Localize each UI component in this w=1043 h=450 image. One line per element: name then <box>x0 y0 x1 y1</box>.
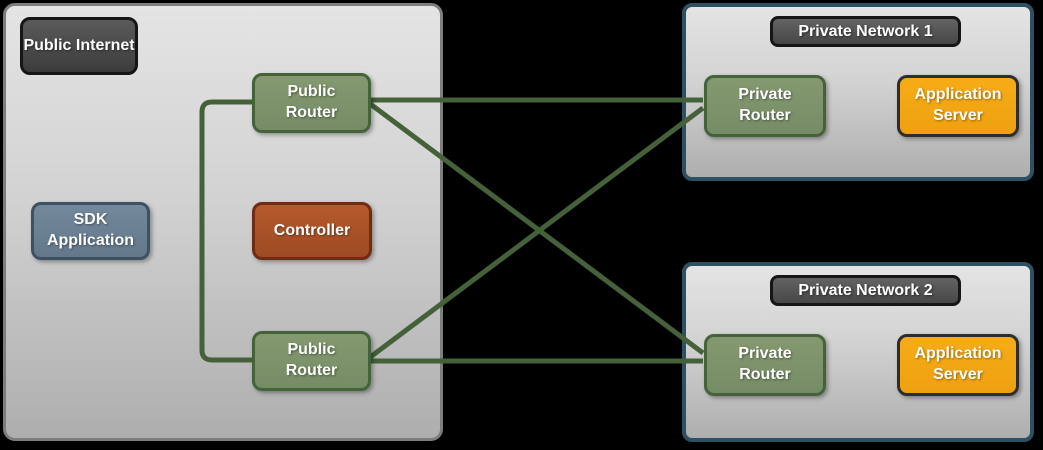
private-network-1-title-badge: Private Network 1 <box>770 16 961 47</box>
private-router-1-node: Private Router <box>704 75 826 137</box>
private-network-2-zone: Private Network 2 Private Router Applica… <box>682 262 1034 442</box>
public-internet-title-badge: Public Internet <box>20 17 138 75</box>
private-router-2-node: Private Router <box>704 334 826 396</box>
application-server-1-node: Application Server <box>897 75 1019 137</box>
application-server-2-node: Application Server <box>897 334 1019 396</box>
sdk-application-node: SDK Application <box>31 202 150 260</box>
public-router-bottom-node: Public Router <box>252 331 371 391</box>
controller-node: Controller <box>252 202 372 260</box>
private-network-1-zone: Private Network 1 Private Router Applica… <box>682 3 1034 181</box>
private-network-2-title-badge: Private Network 2 <box>770 275 961 306</box>
public-router-top-node: Public Router <box>252 73 371 133</box>
